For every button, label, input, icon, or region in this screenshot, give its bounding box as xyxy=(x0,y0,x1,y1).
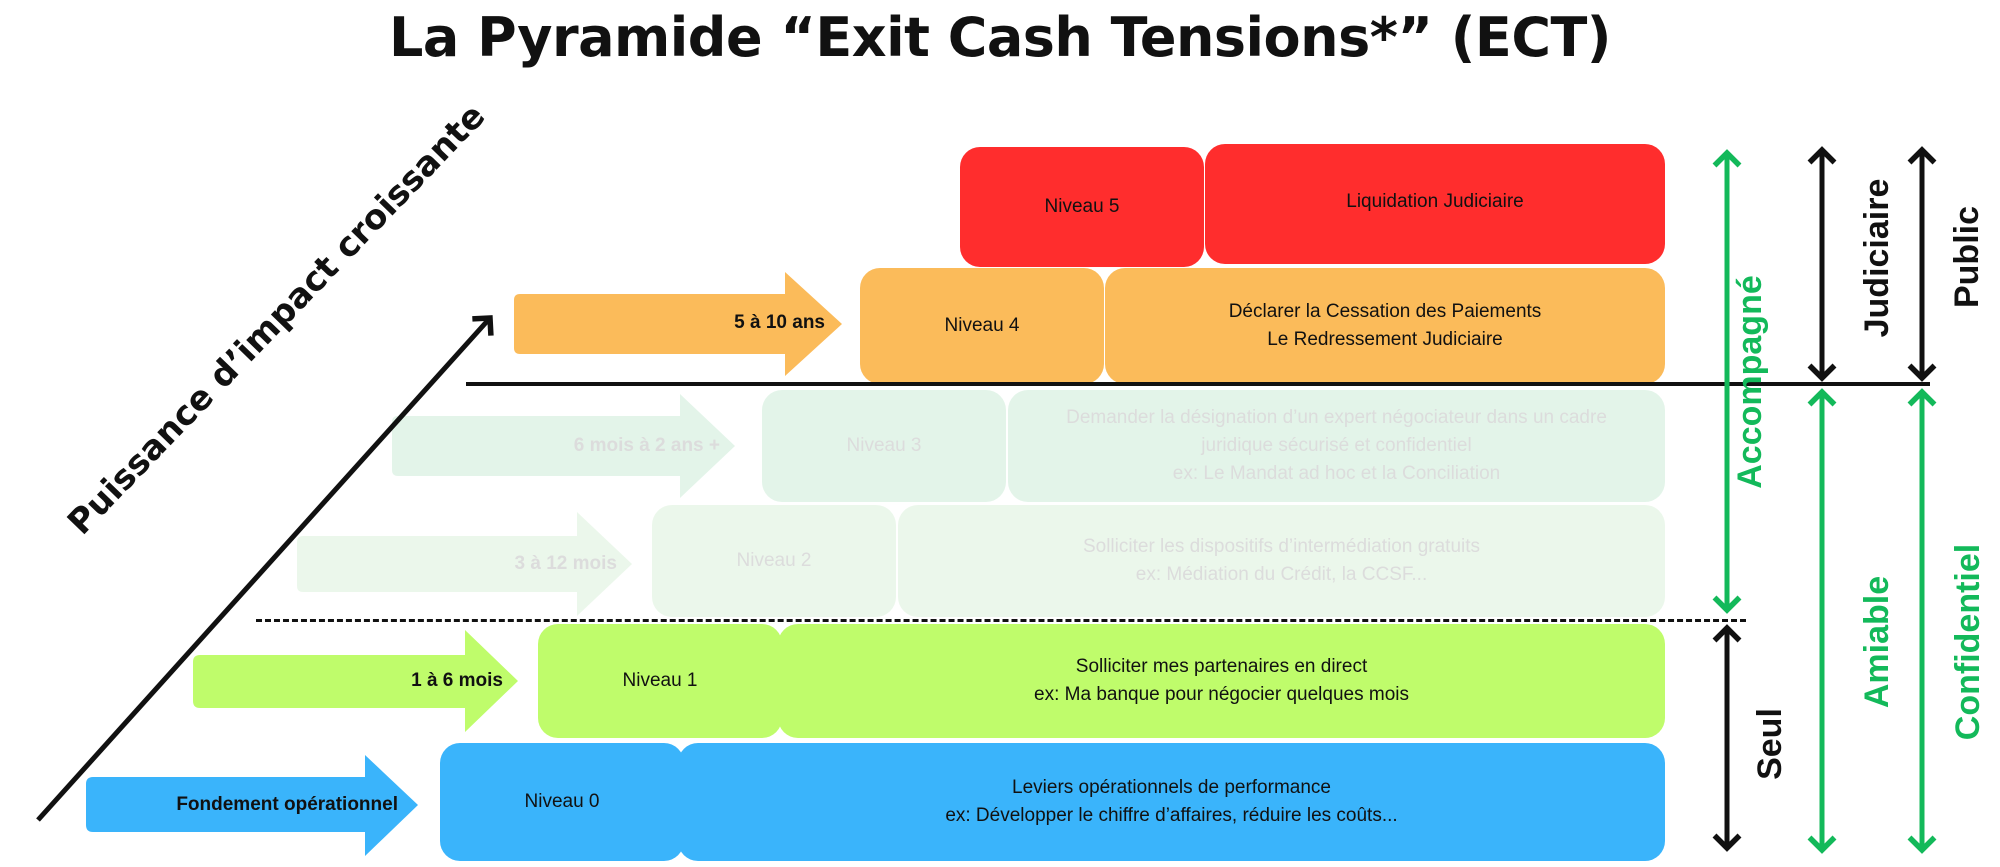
level-0-desc-2: ex: Développer le chiffre d’affaires, ré… xyxy=(945,805,1398,826)
label-seul: Seul xyxy=(1750,708,1789,780)
level-4-duration: 5 à 10 ans xyxy=(734,312,825,333)
level-5-desc-box: Liquidation Judiciaire xyxy=(1205,144,1665,264)
level-2-name-box: Niveau 2 xyxy=(652,505,896,617)
level-1-duration: 1 à 6 mois xyxy=(411,670,503,691)
level-3-desc-2: juridique sécurisé et confidentiel xyxy=(1201,435,1472,456)
level-3-desc-1: Demander la désignation d’un expert négo… xyxy=(1066,407,1607,428)
level-4-name-box: Niveau 4 xyxy=(860,268,1104,384)
level-2-desc-1: Solliciter les dispositifs d’intermédiat… xyxy=(1082,536,1481,557)
level-4-desc-1: Déclarer la Cessation des Paiements xyxy=(1228,301,1542,322)
level-0-duration: Fondement opérationnel xyxy=(176,794,398,815)
label-accompagne: Accompagné xyxy=(1730,275,1769,489)
level-3-desc-box: Demander la désignation d’un expert négo… xyxy=(1008,390,1665,502)
label-judiciaire: Judiciaire xyxy=(1857,178,1896,338)
level-0-desc-box: Leviers opérationnels de performance ex:… xyxy=(678,743,1665,861)
dashed-separator-line xyxy=(256,619,1746,622)
level-3-duration: 6 mois à 2 ans + xyxy=(573,435,720,456)
level-4-desc-box: Déclarer la Cessation des Paiements Le R… xyxy=(1105,268,1665,384)
level-4-desc-2: Le Redressement Judiciaire xyxy=(1267,329,1503,350)
level-2-desc-box: Solliciter les dispositifs d’intermédiat… xyxy=(898,505,1665,617)
level-1-desc-2: ex: Ma banque pour négocier quelques moi… xyxy=(1034,684,1409,705)
page-title: La Pyramide “Exit Cash Tensions*” (ECT) xyxy=(389,6,1611,69)
level-2-name: Niveau 2 xyxy=(736,550,812,571)
level-0-name: Niveau 0 xyxy=(524,791,600,812)
level-3-name-box: Niveau 3 xyxy=(762,390,1006,502)
label-confidentiel: Confidentiel xyxy=(1948,543,1987,741)
label-public: Public xyxy=(1947,205,1986,309)
level-1-desc-box: Solliciter mes partenaires en direct ex:… xyxy=(778,624,1665,738)
level-3-desc-3: ex: Le Mandat ad hoc et la Conciliation xyxy=(1172,463,1501,484)
level-1-desc-1: Solliciter mes partenaires en direct xyxy=(1075,656,1368,677)
impact-axis-label: Puissance d’impact croissante xyxy=(60,96,494,543)
label-amiable: Amiable xyxy=(1857,575,1896,709)
level-2-desc-2: ex: Médiation du Crédit, la CCSF... xyxy=(1135,564,1428,585)
level-3-name: Niveau 3 xyxy=(846,435,922,456)
level-1-name-box: Niveau 1 xyxy=(538,624,782,738)
level-2-duration: 3 à 12 mois xyxy=(514,553,617,574)
level-0-desc-1: Leviers opérationnels de performance xyxy=(1012,777,1331,798)
level-4-name: Niveau 4 xyxy=(944,315,1020,336)
solid-separator-line xyxy=(466,382,1930,386)
level-5-name-box: Niveau 5 xyxy=(960,147,1204,267)
level-5-name: Niveau 5 xyxy=(1044,196,1120,217)
level-1-name: Niveau 1 xyxy=(622,670,698,691)
level-0-name-box: Niveau 0 xyxy=(440,743,684,861)
level-5-desc: Liquidation Judiciaire xyxy=(1346,191,1524,212)
